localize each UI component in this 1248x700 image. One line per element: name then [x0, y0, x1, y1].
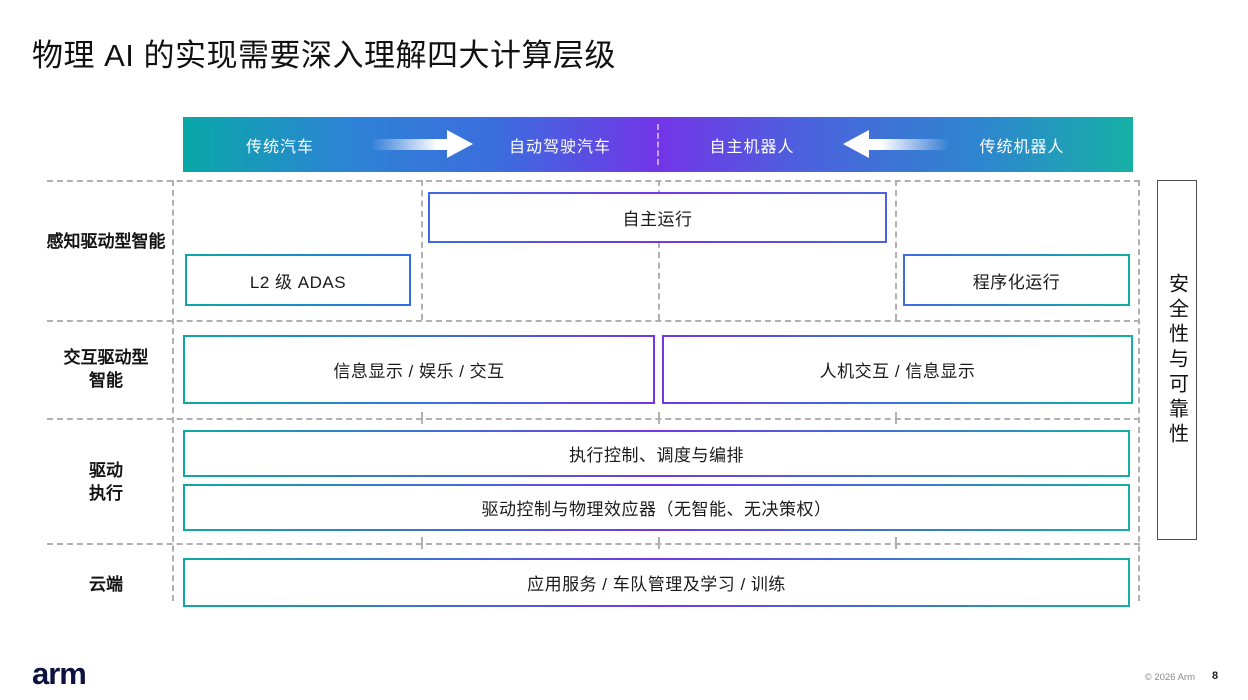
box-drive-control: 驱动控制与物理效应器（无智能、无决策权）: [183, 484, 1130, 531]
arm-logo: arm: [32, 656, 87, 691]
box-cloud-services-label: 应用服务 / 车队管理及学习 / 训练: [185, 560, 1128, 605]
arrow-right-tail-icon: [371, 139, 449, 150]
zone-label-traditional-robot: 传统机器人: [979, 138, 1065, 156]
page-title: 物理 AI 的实现需要深入理解四大计算层级: [32, 38, 617, 73]
grid-tick: [421, 412, 423, 424]
box-autonomous-operation-label: 自主运行: [430, 194, 885, 241]
grid-tick: [895, 412, 897, 424]
box-cloud-services: 应用服务 / 车队管理及学习 / 训练: [183, 558, 1130, 607]
header-gradient-bar: 传统汽车 自动驾驶汽车 自主机器人 传统机器人: [183, 117, 1133, 172]
copyright-text: © 2026 Arm: [1144, 672, 1195, 683]
grid-vline-threequarter: [895, 180, 897, 320]
box-execution-control-label: 执行控制、调度与编排: [185, 432, 1128, 475]
box-execution-control: 执行控制、调度与编排: [183, 430, 1130, 477]
arrow-right-icon: [447, 130, 473, 158]
box-infotainment: 信息显示 / 娱乐 / 交互: [183, 335, 655, 404]
row-label-interaction-intelligence: 交互驱动型 智能: [63, 348, 149, 390]
box-infotainment-label: 信息显示 / 娱乐 / 交互: [185, 337, 653, 402]
box-hmi-display-label: 人机交互 / 信息显示: [664, 337, 1131, 402]
grid-tick: [895, 537, 897, 549]
zone-label-autonomous-car: 自动驾驶汽车: [508, 138, 611, 156]
header-center-divider: [657, 124, 659, 165]
grid-vline-right: [1138, 180, 1140, 601]
box-procedural-operation-label: 程序化运行: [905, 256, 1128, 304]
page-number: 8: [1211, 670, 1219, 682]
grid-tick: [658, 537, 660, 549]
grid-vline-center: [658, 180, 660, 320]
grid-hline-3: [47, 418, 1140, 420]
box-drive-control-label: 驱动控制与物理效应器（无智能、无决策权）: [185, 486, 1128, 529]
box-hmi-display: 人机交互 / 信息显示: [662, 335, 1133, 404]
row-label-actuation: 驱动 执行: [89, 461, 123, 503]
row-label-cloud: 云端: [89, 575, 123, 594]
box-autonomous-operation: 自主运行: [428, 192, 887, 243]
safety-reliability-panel: 安全性与可靠性: [1157, 180, 1197, 540]
grid-tick: [658, 412, 660, 424]
grid-vline-quarter: [421, 180, 423, 320]
grid-hline-4: [47, 543, 1140, 545]
safety-reliability-label: 安全性与可靠性: [1165, 272, 1188, 448]
grid-tick: [421, 537, 423, 549]
zone-label-autonomous-robot: 自主机器人: [709, 138, 795, 156]
row-label-perception-intelligence: 感知驱动型智能: [46, 232, 166, 251]
arrow-left-tail-icon: [869, 139, 949, 150]
grid-hline-2: [47, 320, 1140, 322]
box-l2-adas-label: L2 级 ADAS: [187, 256, 409, 304]
box-procedural-operation: 程序化运行: [903, 254, 1130, 306]
arrow-left-icon: [843, 130, 869, 158]
grid-vline-left: [172, 180, 174, 601]
zone-label-traditional-car: 传统汽车: [245, 138, 314, 156]
grid-hline-1: [47, 180, 1140, 182]
box-l2-adas: L2 级 ADAS: [185, 254, 411, 306]
